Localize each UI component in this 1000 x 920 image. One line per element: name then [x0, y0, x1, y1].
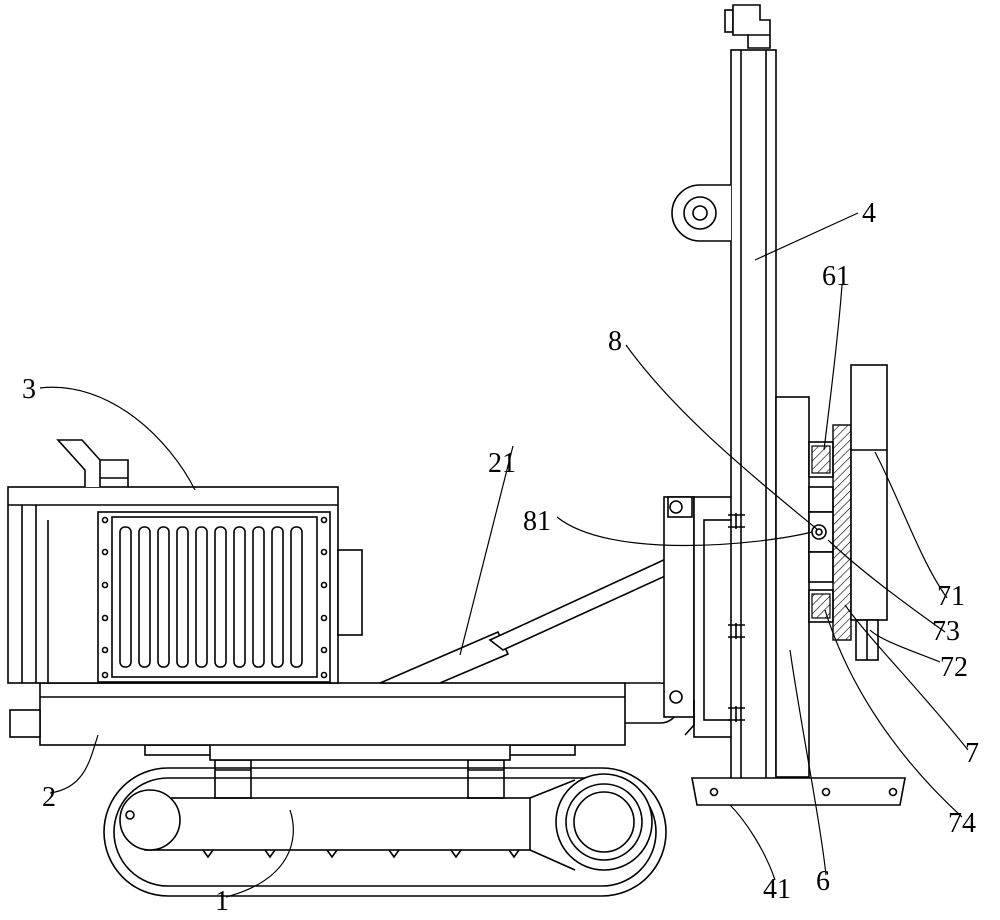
label-72: 72	[940, 652, 968, 683]
guide-plate	[832, 424, 852, 641]
label-81: 81	[523, 506, 551, 537]
clamp-assembly	[808, 441, 834, 623]
cooling-slots	[119, 526, 303, 668]
engine-housing	[7, 439, 363, 684]
mast-clamps	[728, 513, 745, 722]
hydraulic-cylinder	[379, 556, 685, 684]
label-61: 61	[822, 261, 850, 292]
label-8: 8	[608, 326, 622, 357]
reference-labels: 1 2 3 4 6 7 8 21 41 61 71 72 73 74 81	[22, 198, 979, 917]
track-supports	[214, 759, 505, 799]
label-21: 21	[488, 448, 516, 479]
mast-bracket	[663, 496, 735, 738]
base-plate	[691, 777, 906, 806]
label-41: 41	[763, 874, 791, 905]
label-1: 1	[215, 886, 229, 917]
exhaust-pipe	[56, 439, 129, 487]
label-71: 71	[937, 581, 965, 612]
track-rollers	[202, 849, 520, 859]
drill-head	[850, 364, 888, 661]
label-6: 6	[816, 866, 830, 897]
label-73: 73	[932, 616, 960, 647]
sheave-pulley	[671, 184, 731, 242]
label-2: 2	[42, 782, 56, 813]
mast	[671, 4, 777, 781]
chassis	[9, 682, 681, 761]
label-3: 3	[22, 374, 36, 405]
sliding-plate	[775, 396, 810, 778]
label-74: 74	[948, 808, 976, 839]
crawler-track	[103, 767, 667, 897]
housing-bolts	[101, 516, 328, 679]
leader-lines	[39, 212, 969, 898]
label-4: 4	[862, 198, 876, 229]
label-7: 7	[965, 738, 979, 769]
